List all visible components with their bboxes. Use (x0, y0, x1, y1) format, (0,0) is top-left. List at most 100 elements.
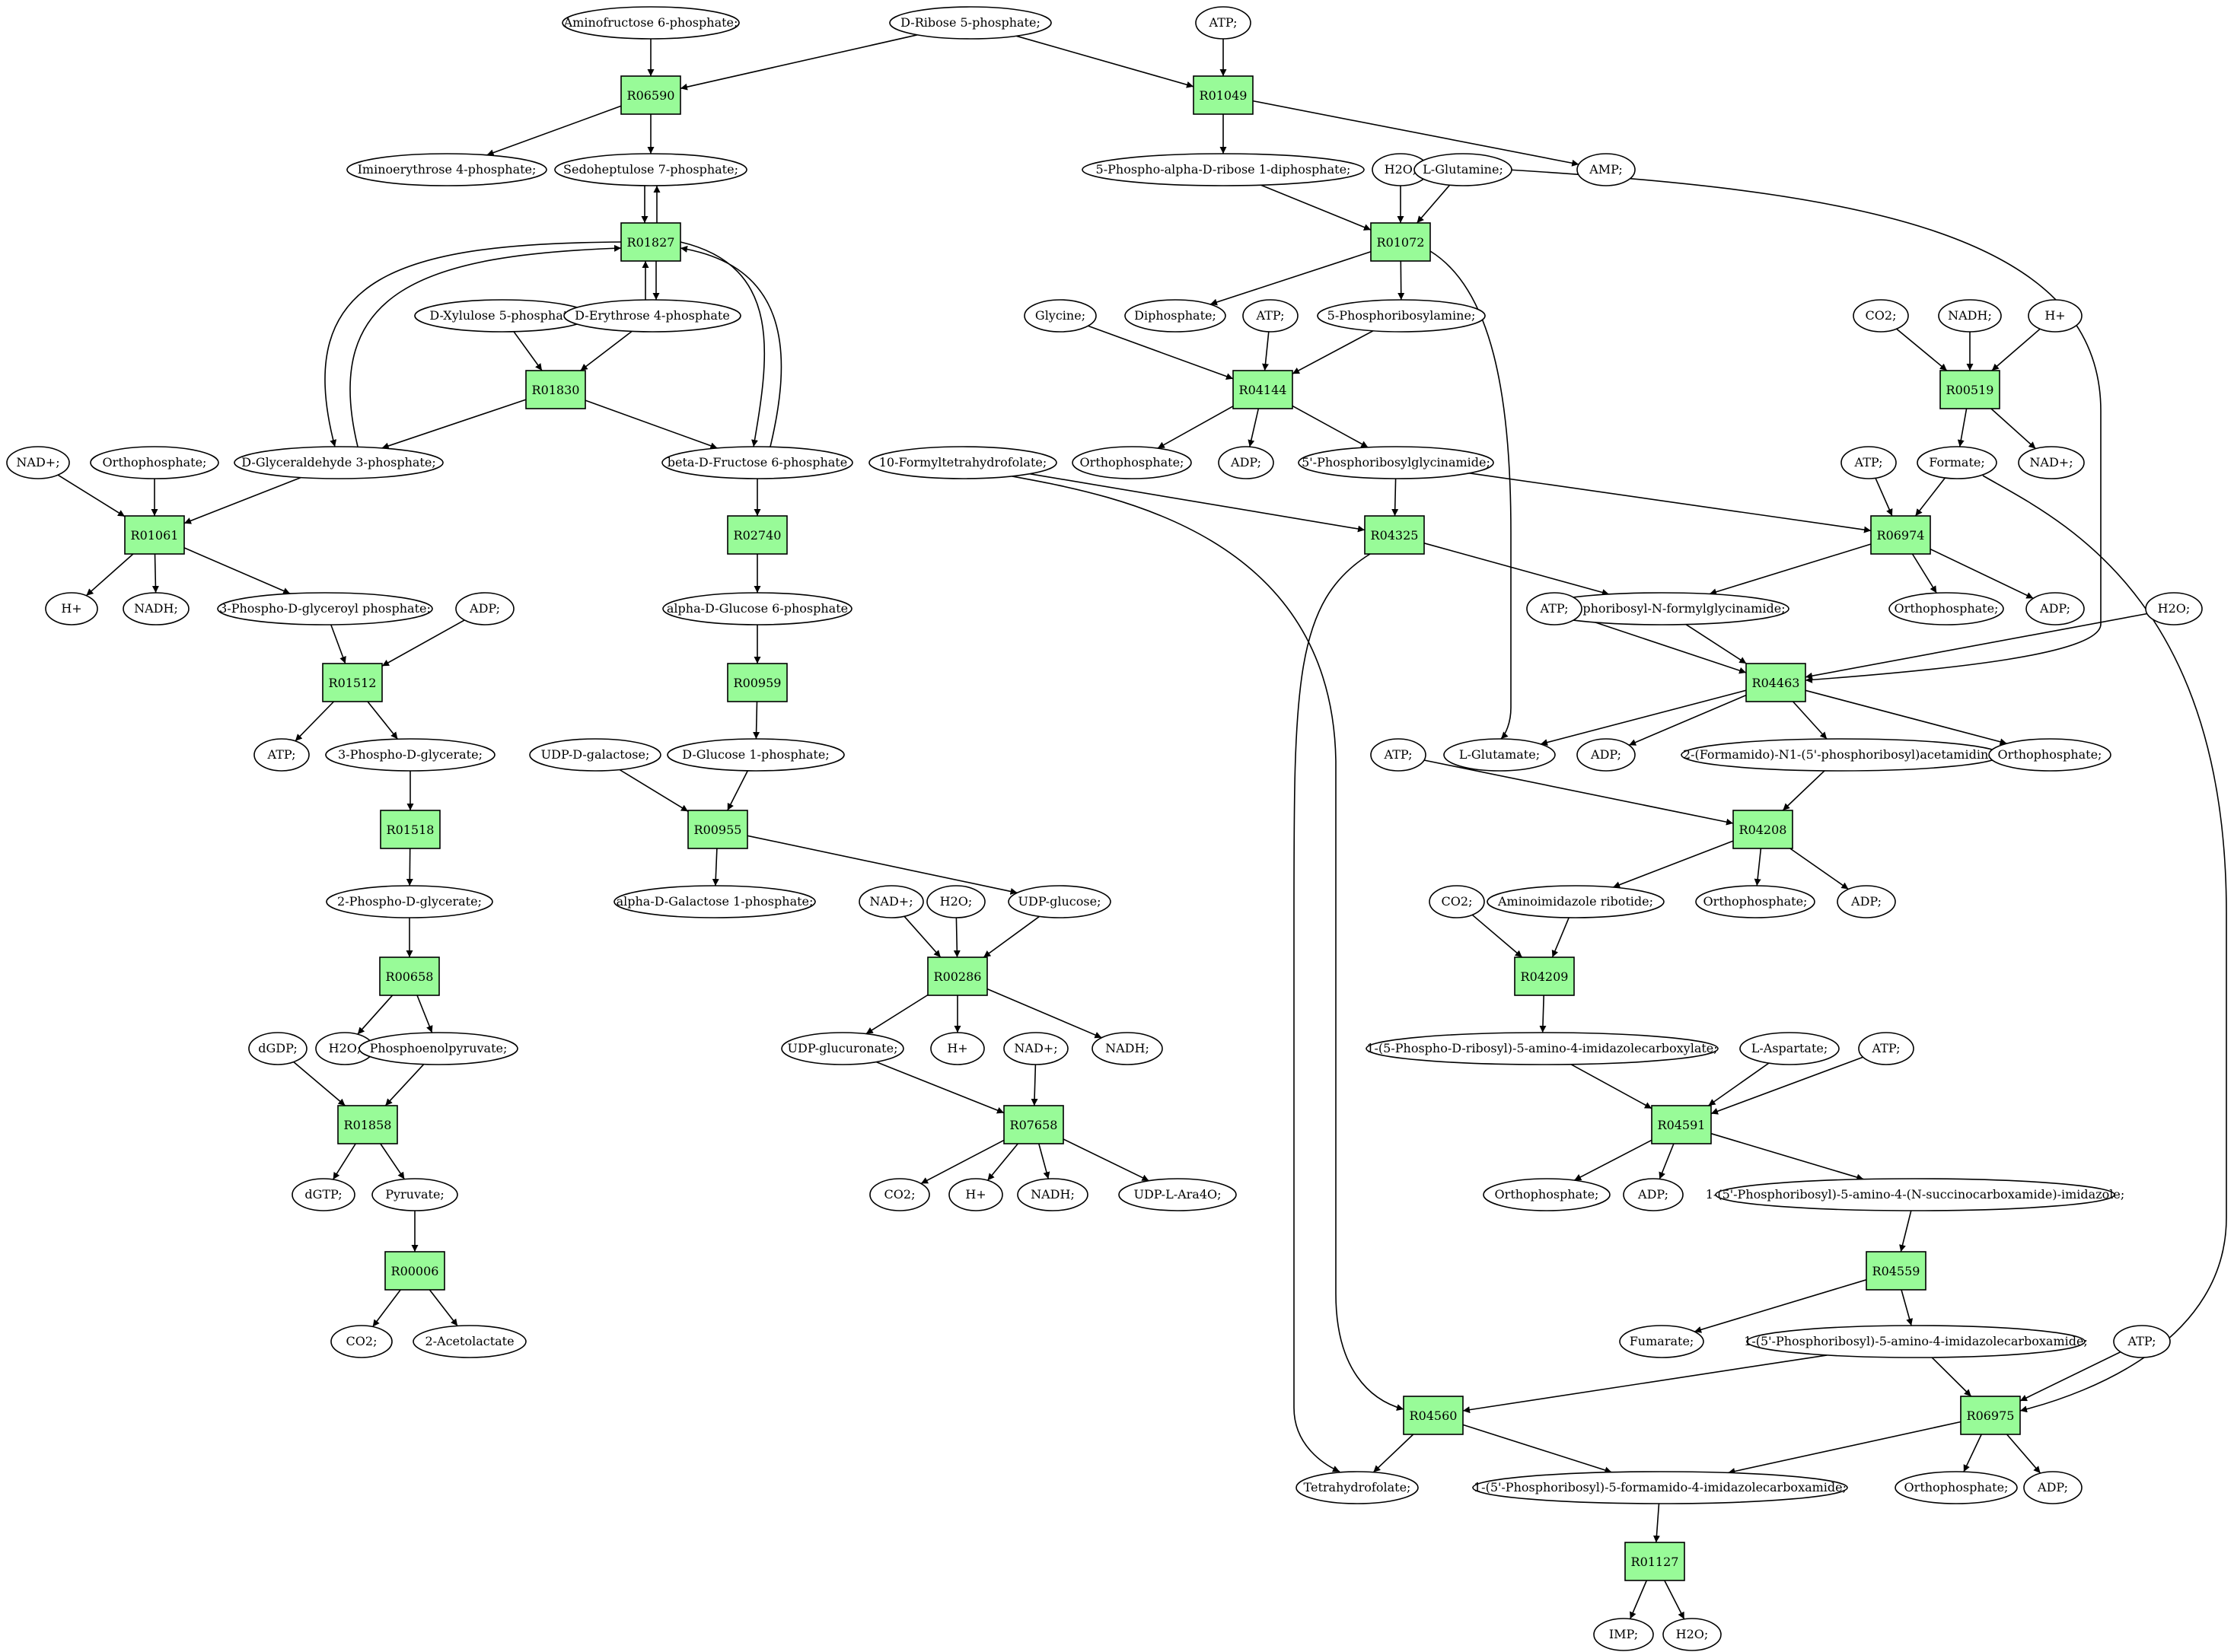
metabolite-ellipse (1413, 153, 1512, 186)
edge-m_g3p-to-R01827 (349, 244, 622, 447)
metabolite-label: H+ (947, 1041, 967, 1055)
reaction-node-r04208: R04208 (1732, 810, 1793, 849)
metabolite-node: Orthophosphate; (1483, 1178, 1611, 1211)
metabolite-ellipse (1619, 1325, 1704, 1358)
edges-layer (57, 34, 2227, 1620)
reaction-box (1624, 1542, 1685, 1581)
metabolite-ellipse (1195, 6, 1251, 40)
edge-R04144-to-m_adp1 (1248, 408, 1260, 447)
edge-R01827-to-m_f6p (680, 241, 766, 447)
reaction-label: R01830 (532, 383, 580, 397)
edge-R06975-to-m_faicar (1728, 1421, 1962, 1475)
metabolite-label: ATP; (1872, 1041, 1901, 1055)
metabolite-ellipse (90, 446, 219, 479)
reaction-label: R00955 (694, 823, 742, 837)
metabolite-label: Diphosphate; (1134, 308, 1216, 323)
metabolite-ellipse (1370, 738, 1426, 772)
reaction-label: R00959 (734, 676, 782, 690)
metabolite-ellipse (1483, 1178, 1611, 1211)
reaction-node-r00006: R00006 (384, 1251, 445, 1291)
metabolite-node: alpha-D-Glucose 6-phosphate (662, 592, 852, 625)
metabolite-node: Aminoimidazole ribotide; (1487, 885, 1665, 918)
reaction-label: R04591 (1658, 1118, 1706, 1132)
metabolite-ellipse (563, 299, 741, 333)
edge-R06975-to-m_adp7 (2006, 1434, 2041, 1474)
edge-m_hplus1-to-R00519 (1991, 328, 2041, 371)
edge-R04559-to-m_aicar (1901, 1289, 1914, 1326)
edge-R00286-to-m_udpglcA (865, 994, 929, 1035)
edge-R01061-to-m_bpg (183, 547, 291, 594)
edge-R04591-to-m_saicar (1710, 1132, 1864, 1181)
metabolite-node: Sedoheptulose 7-phosphate; (554, 153, 747, 186)
edge-m_atp7-to-R04591 (1710, 1056, 1863, 1115)
metabolite-label: ATP; (1209, 15, 1238, 30)
edge-R07658-to-m_co2c (920, 1139, 1005, 1185)
edge-R06590-to-m_imino (486, 105, 622, 156)
metabolite-label: ADP; (1590, 747, 1621, 762)
edge-m_dgdp-to-R01858 (293, 1061, 346, 1106)
metabolite-ellipse (1526, 592, 1582, 625)
metabolite-label: H+ (61, 601, 81, 616)
metabolite-ellipse (1576, 153, 1636, 186)
metabolite-ellipse (2145, 592, 2203, 625)
metabolite-label: AMP; (1589, 162, 1623, 177)
metabolite-label: NADH; (1031, 1187, 1075, 1202)
metabolite-node: ADP; (1623, 1178, 1684, 1211)
edge-R04209-to-m_cair (1539, 995, 1547, 1033)
metabolite-label: Aminofructose 6-phosphate; (563, 15, 738, 30)
metabolite-label: NADH; (134, 601, 178, 616)
edge-m_atp4-to-R04463 (1578, 616, 1747, 674)
reaction-node-r01858: R01858 (337, 1105, 398, 1144)
edge-R01061-to-m_nadh2 (151, 553, 159, 594)
reaction-label: R00519 (1946, 383, 1994, 397)
metabolite-node: H2O; (1662, 1618, 1722, 1651)
metabolite-node: Tetrahydrofolate; (1295, 1471, 1419, 1504)
reaction-box (727, 515, 788, 555)
reaction-box (1232, 370, 1293, 409)
metabolite-ellipse (1298, 446, 1494, 479)
metabolite-node: 3-Phospho-D-glyceroyl phosphate; (217, 592, 433, 625)
metabolite-node: D-Erythrose 4-phosphate (563, 299, 741, 333)
metabolite-node: Orthophosphate; (1072, 446, 1192, 479)
metabolite-ellipse (234, 446, 444, 479)
metabolite-label: Glycine; (1035, 308, 1085, 323)
metabolite-label: 5-Phosphoribosylamine; (1327, 308, 1476, 323)
reaction-label: R00658 (386, 969, 434, 984)
reaction-node-r04209: R04209 (1514, 957, 1575, 996)
metabolite-node: UDP-L-Ara4O; (1118, 1178, 1237, 1211)
reaction-node-r04144: R04144 (1232, 370, 1293, 409)
metabolite-ellipse (6, 446, 70, 479)
metabolite-label: ADP; (1850, 894, 1882, 909)
edge-m_formate-to-R06975 (1982, 475, 2227, 1413)
edge-R00519-to-m_formate (1957, 408, 1968, 447)
metabolite-label: H2O; (940, 894, 973, 909)
reaction-box (1193, 75, 1254, 115)
edge-m_h2o2-to-R04463 (1805, 613, 2147, 680)
metabolite-node: L-Glutamine; (1413, 153, 1512, 186)
edge-R07658-to-m_udpara (1063, 1138, 1149, 1182)
edge-R07658-to-m_hplus4 (986, 1143, 1018, 1181)
metabolite-label: D-Ribose 5-phosphate; (900, 15, 1041, 30)
reaction-node-r01512: R01512 (322, 663, 383, 702)
metabolite-node: ATP; (1840, 446, 1897, 479)
edge-R00006-to-m_acetolac (429, 1289, 458, 1326)
metabolite-ellipse (253, 738, 310, 772)
metabolite-ellipse (1593, 1618, 1654, 1651)
metabolite-node: Iminoerythrose 4-phosphate; (346, 153, 547, 186)
metabolite-node: 2-Phospho-D-glycerate; (326, 885, 493, 918)
reaction-box (1514, 957, 1575, 996)
metabolite-label: UDP-glucuronate; (788, 1041, 898, 1055)
metabolite-node: D-Xylulose 5-phosphate (414, 299, 591, 333)
metabolite-node: ADP; (1576, 738, 1636, 772)
metabolite-ellipse (359, 1032, 518, 1065)
edge-m_e4p-to-R01830 (580, 330, 633, 371)
edge-m_aicar-to-R06975 (1931, 1357, 1972, 1397)
reaction-node-r01072: R01072 (1370, 222, 1431, 262)
metabolite-label: Sedoheptulose 7-phosphate; (563, 162, 738, 177)
metabolite-ellipse (1008, 885, 1111, 918)
metabolite-node: D-Glucose 1-phosphate; (667, 738, 845, 772)
metabolite-ellipse (613, 885, 816, 918)
metabolite-label: Orthophosphate; (1703, 894, 1808, 909)
edge-R01061-to-m_hplus2 (85, 553, 134, 597)
edge-R01827-to-m_g3p (324, 241, 622, 447)
